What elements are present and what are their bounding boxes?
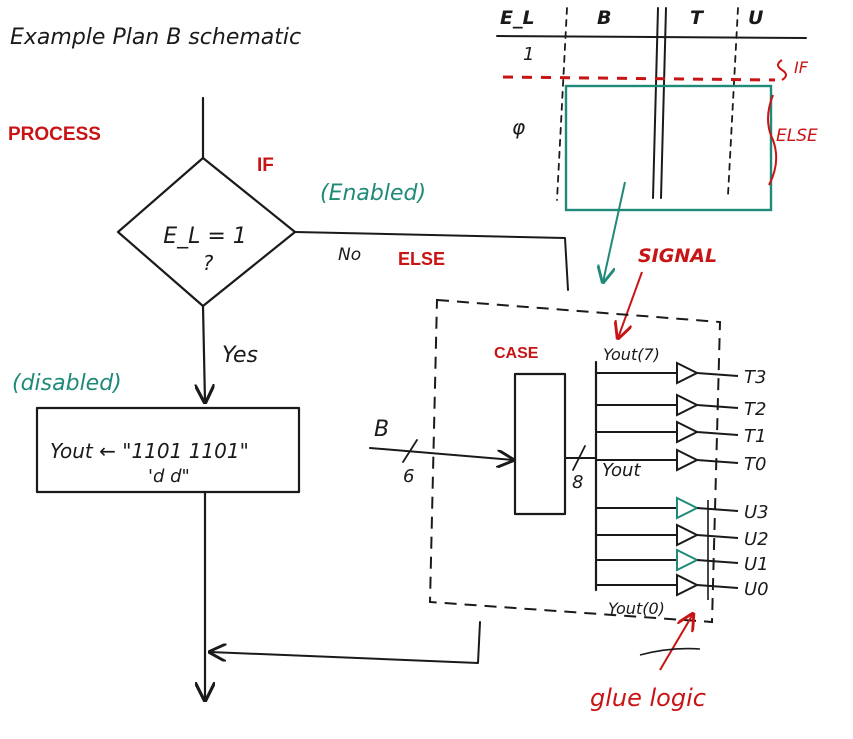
table-header-rule <box>496 35 807 39</box>
output-wire-u1 <box>696 559 739 564</box>
output-wire-t0 <box>696 459 739 464</box>
process-label: PROCESS <box>8 124 101 145</box>
action-box <box>35 406 301 494</box>
yout-msb-label: Yout(7) <box>603 345 660 364</box>
if-row-rule <box>502 75 776 82</box>
page-title: Example Plan B schematic <box>10 25 301 50</box>
row-one: 1 <box>523 44 534 65</box>
output-wire-t2 <box>696 404 739 409</box>
signal-label: SIGNAL <box>638 245 717 267</box>
buffer-u0 <box>676 573 700 597</box>
output-label-t3: T3 <box>744 367 766 388</box>
output-wire-t1 <box>696 431 739 436</box>
col-header-t: T <box>690 7 705 29</box>
buffer-u3 <box>676 496 700 520</box>
case-block <box>513 372 567 516</box>
divider-b-t-a <box>652 7 659 199</box>
buffer-t2 <box>676 393 700 417</box>
else-label: ELSE <box>398 249 445 269</box>
divider-t-u <box>727 7 739 196</box>
output-wire-u0 <box>696 584 739 589</box>
process-boundary <box>428 298 722 624</box>
action-annotation: 'd d" <box>148 466 190 487</box>
condition-question: ? <box>203 251 214 275</box>
output-wire-t3 <box>696 372 739 377</box>
output-wire-u2 <box>696 534 739 539</box>
row-zero: φ <box>512 115 525 139</box>
else-brace <box>767 94 778 186</box>
output-bus-slash <box>572 445 586 471</box>
action-assignment: Yout ← "1101 1101" <box>50 439 249 463</box>
if-label: IF <box>257 155 274 176</box>
output-label-u1: U1 <box>744 554 769 575</box>
yout-lsb-label: Yout(0) <box>608 599 665 618</box>
buffer-t1 <box>676 420 700 444</box>
bus-width: 8 <box>572 472 583 493</box>
merge-arrow <box>210 621 481 664</box>
case-label: CASE <box>494 345 539 362</box>
if-brace <box>777 59 787 81</box>
output-wire-u3 <box>696 507 739 512</box>
condition-text: E_L = 1 <box>163 224 247 249</box>
glue-logic-label: glue logic <box>590 684 706 712</box>
col-header-b: B <box>597 7 611 29</box>
glue-logic-arrow <box>659 614 693 671</box>
else-region-box <box>564 84 773 212</box>
col-header-el: E_L <box>500 7 535 29</box>
input-label-b: B <box>374 417 389 442</box>
buffer-t3 <box>676 361 700 385</box>
region-to-schematic-arrow <box>603 181 626 282</box>
col-header-u: U <box>748 7 764 29</box>
timing-if-label: IF <box>794 58 809 77</box>
buffer-u1 <box>676 548 700 572</box>
enabled-label: (Enabled) <box>320 181 426 206</box>
output-label-t1: T1 <box>744 426 766 447</box>
yes-label: Yes <box>222 343 258 368</box>
signal-arrow <box>618 271 643 338</box>
yes-branch-arrow <box>203 304 205 402</box>
disabled-label: (disabled) <box>12 371 122 396</box>
output-label-u0: U0 <box>744 579 769 600</box>
output-label-u2: U2 <box>744 529 769 550</box>
divider-b-t-b <box>660 7 667 199</box>
output-label-t0: T0 <box>744 454 766 475</box>
glue-logic-brace <box>639 647 701 656</box>
input-width: 6 <box>403 466 414 487</box>
output-label-t2: T2 <box>744 399 766 420</box>
buffer-t0 <box>676 448 700 472</box>
divider-el-b <box>556 7 568 201</box>
input-bus-slash <box>402 439 418 463</box>
input-bus-b <box>369 447 513 460</box>
output-label-u3: U3 <box>744 502 769 523</box>
no-label: No <box>338 245 361 265</box>
timing-else-label: ELSE <box>776 126 818 146</box>
bus-label: Yout <box>602 460 641 481</box>
buffer-u2 <box>676 523 700 547</box>
else-branch-line <box>294 231 569 291</box>
